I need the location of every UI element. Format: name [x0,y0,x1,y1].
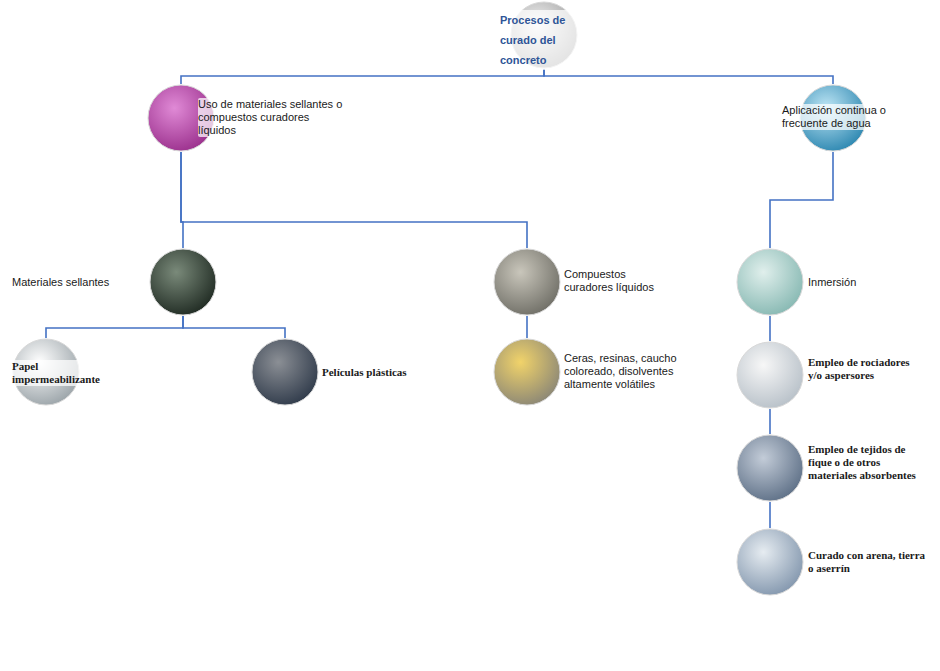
photo-disc [252,339,318,405]
tree-connector [769,502,771,528]
photo-circle-node: Uso de materiales sellantes o compuestos… [147,84,215,152]
node-label: Curado con arena, tierra o aserrín [808,549,926,575]
photo-circle-node: Ceras, resinas, caucho coloreado, disolv… [493,338,561,406]
node-label: Ceras, resinas, caucho coloreado, disolv… [564,352,686,391]
tree-connector [770,152,833,248]
photo-circle-node: Procesos de curado del concreto [510,1,578,69]
photo-illustration [736,341,804,409]
node-label: Uso de materiales sellantes o compuestos… [198,98,348,137]
tree-connector [183,316,285,338]
tree-connector [181,152,527,248]
photo-disc [150,249,216,315]
photo-illustration [736,248,804,316]
photo-illustration [736,434,804,502]
tree-connector [544,69,833,84]
photo-disc [737,435,803,501]
photo-illustration [736,528,804,596]
photo-disc [494,339,560,405]
photo-circle-node: Compuestos curadores líquidos [493,248,561,316]
tree-connector [769,409,771,434]
photo-illustration [493,338,561,406]
node-label: Películas plásticas [322,366,452,379]
tree-connector [46,316,183,338]
node-label: Inmersión [808,276,908,289]
tree-connector [769,316,771,341]
node-label: Materiales sellantes [12,276,146,289]
photo-circle-node: Inmersión [736,248,804,316]
node-label: Papel impermeabilizante [12,360,112,386]
photo-illustration [251,338,319,406]
photo-circle-node: Papel impermeabilizante [12,338,80,406]
photo-disc [494,249,560,315]
photo-disc [737,342,803,408]
photo-circle-node: Empleo de tejidos de fique o de otros ma… [736,434,804,502]
photo-circle-node: Películas plásticas [251,338,319,406]
photo-circle-node: Aplicación continua o frecuente de agua [799,84,867,152]
node-label: Empleo de rociadores y/o aspersores [808,356,920,382]
node-label: Procesos de curado del concreto [500,10,592,70]
node-label: Compuestos curadores líquidos [564,268,664,294]
node-label: Aplicación continua o frecuente de agua [782,104,907,130]
photo-circle-node: Curado con arena, tierra o aserrín [736,528,804,596]
photo-illustration [149,248,217,316]
photo-circle-node: Empleo de rociadores y/o aspersores [736,341,804,409]
photo-illustration [493,248,561,316]
node-label: Empleo de tejidos de fique o de otros ma… [808,443,928,482]
photo-disc [737,529,803,595]
tree-connector [181,69,544,84]
tree-connector [526,316,528,338]
photo-disc [737,249,803,315]
photo-circle-node: Materiales sellantes [149,248,217,316]
